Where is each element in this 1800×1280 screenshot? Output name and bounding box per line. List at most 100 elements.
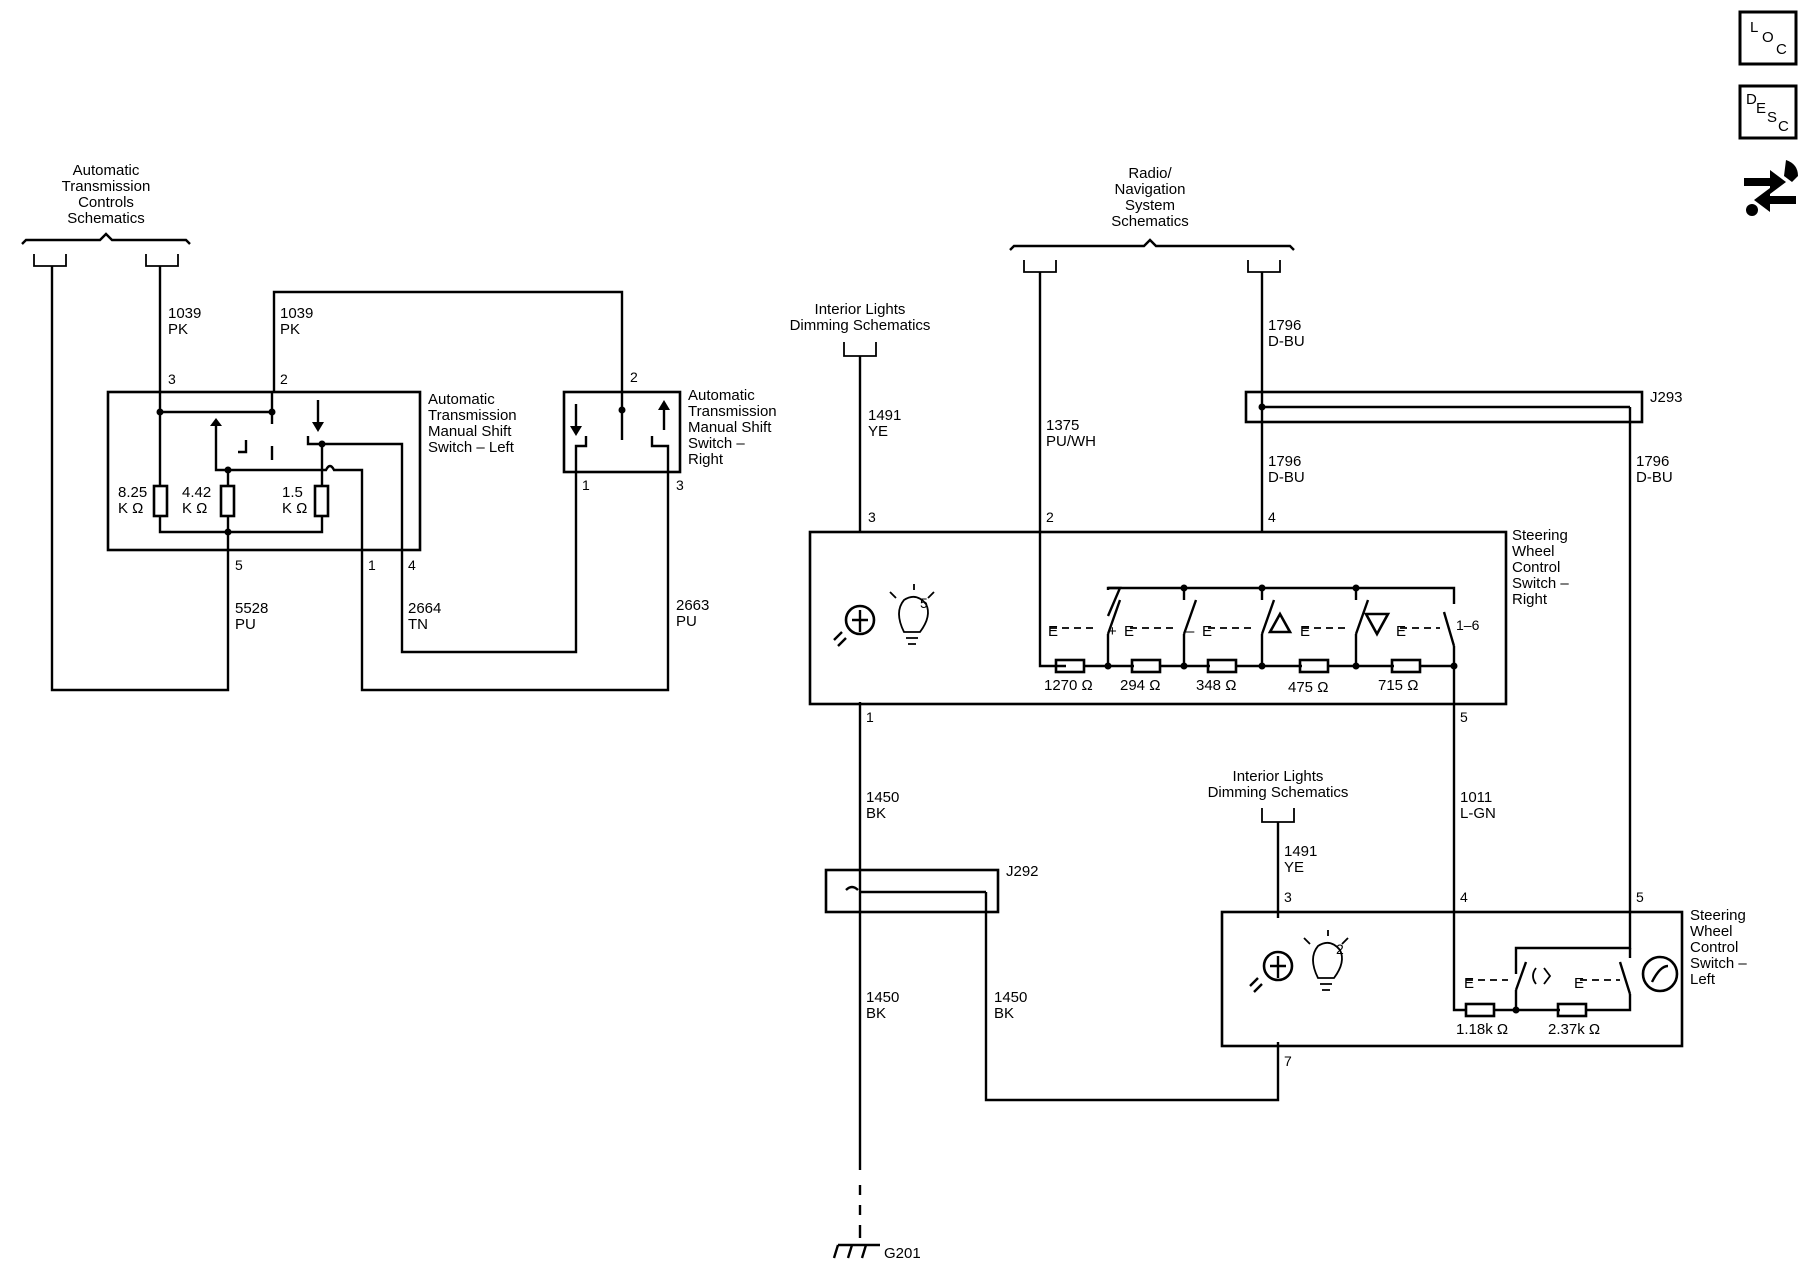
wire-label: 2664: [408, 600, 441, 617]
ref-dimming-1: Interior Lights Dimming Schematics: [790, 301, 931, 357]
component-line: Switch – Left: [428, 439, 515, 456]
ref-line: Schematics: [1111, 213, 1189, 230]
wire-label: BK: [866, 805, 886, 822]
wire-label: L-GN: [1460, 805, 1496, 822]
pin: 2: [280, 371, 288, 387]
swc-right: 5 E + E – E E: [808, 509, 1508, 725]
wire-label: 1796: [1268, 317, 1301, 334]
loc-icon[interactable]: L O C: [1738, 10, 1798, 66]
component-line: Wheel: [1690, 923, 1733, 940]
wire-label: TN: [408, 616, 428, 633]
ref-line: Controls: [78, 194, 134, 211]
component-line: Transmission: [428, 407, 517, 424]
swc-left-label: Steering Wheel Control Switch – Left: [1690, 907, 1747, 988]
switch-plus: +: [1108, 623, 1117, 640]
splice-j293: J293: [1244, 389, 1683, 424]
ground-label: G201: [884, 1245, 921, 1262]
desc-icon[interactable]: D E S C: [1738, 84, 1798, 140]
loc-letter: L: [1750, 19, 1758, 36]
right-wires: [858, 272, 1632, 1238]
ref-line: Radio/: [1128, 165, 1172, 182]
pin: 4: [408, 557, 416, 573]
lamp-number: 5: [920, 595, 928, 611]
resistor-label: 4.42: [182, 484, 211, 501]
lamp-number: 2: [1336, 941, 1344, 957]
wire-label: D-BU: [1268, 469, 1305, 486]
ref-line: Dimming Schematics: [790, 317, 931, 334]
component-line: Wheel: [1512, 543, 1555, 560]
component-line: Transmission: [688, 403, 777, 420]
pin: 1: [368, 557, 376, 573]
pin: 3: [868, 509, 876, 525]
wire-label: PK: [168, 321, 188, 338]
desc-letter: S: [1767, 109, 1777, 126]
wire-label: 2663: [676, 597, 709, 614]
component-line: Control: [1690, 939, 1738, 956]
resistor-label: K Ω: [282, 500, 307, 517]
component-line: Manual Shift: [688, 419, 772, 436]
component-line: Steering: [1512, 527, 1568, 544]
pin: 2: [1046, 509, 1054, 525]
resistor-label: 2.37k Ω: [1548, 1021, 1600, 1038]
tools-icon[interactable]: [1744, 160, 1798, 216]
ground-g201: G201: [832, 1243, 921, 1262]
ref-line: Schematics: [67, 210, 145, 227]
wire-label: YE: [868, 423, 888, 440]
switch-e: E: [1464, 975, 1474, 992]
pin: 1–6: [1456, 617, 1480, 633]
resistor-label: 1.5: [282, 484, 303, 501]
ref-dimming-2: Interior Lights Dimming Schematics: [1208, 768, 1349, 823]
ref-line: Navigation: [1115, 181, 1186, 198]
ref-line: System: [1125, 197, 1175, 214]
ref-line: Automatic: [73, 162, 140, 179]
pin: 5: [1460, 709, 1468, 725]
wire-label: 1796: [1636, 453, 1669, 470]
component-line: Steering: [1690, 907, 1746, 924]
shift-switch-left: 3 2 5 1 4 8.25 K Ω 4.42 K Ω 1.5 K Ω: [106, 371, 422, 573]
swc-left: 2 E E 1.18k Ω 2.37k Ω 3 4 5 7: [1220, 889, 1684, 1069]
pin: 3: [1284, 889, 1292, 905]
left-wires: [50, 266, 670, 692]
ref-trans-controls: Automatic Transmission Controls Schemati…: [21, 162, 191, 267]
wire-label: PU: [235, 616, 256, 633]
right-wire-labels: 1491 YE 1375 PU/WH 1796 D-BU 1796 D-BU 1…: [866, 317, 1673, 1022]
component-line: Control: [1512, 559, 1560, 576]
wire-label: D-BU: [1268, 333, 1305, 350]
component-line: Switch –: [1690, 955, 1747, 972]
wire-label: 1039: [168, 305, 201, 322]
shift-switch-right-label: Automatic Transmission Manual Shift Swit…: [688, 387, 777, 468]
switch-e: E: [1300, 623, 1310, 640]
pin: 3: [168, 371, 176, 387]
switch-minus: –: [1186, 623, 1195, 640]
pin: 7: [1284, 1053, 1292, 1069]
wire-label: YE: [1284, 859, 1304, 876]
component-line: Switch –: [1512, 575, 1569, 592]
shift-switch-right: 2 1 3: [562, 369, 684, 493]
wire-label: 1796: [1268, 453, 1301, 470]
ref-line: Interior Lights: [1233, 768, 1324, 785]
resistor-label: 715 Ω: [1378, 677, 1418, 694]
ref-line: Interior Lights: [815, 301, 906, 318]
resistor-label: K Ω: [182, 500, 207, 517]
phone-icon: [1641, 955, 1679, 993]
wire-label: 1491: [868, 407, 901, 424]
left-wire-labels: 1039 PK 1039 PK 5528 PU 2664 TN 2663 PU: [168, 305, 709, 633]
down-triangle-icon: [1363, 612, 1391, 637]
resistor-label: 1.18k Ω: [1456, 1021, 1508, 1038]
resistor-label: 1270 Ω: [1044, 677, 1093, 694]
ref-line: Transmission: [62, 178, 151, 195]
ref-line: Dimming Schematics: [1208, 784, 1349, 801]
pin: 2: [630, 369, 638, 385]
shift-switch-left-label: Automatic Transmission Manual Shift Swit…: [428, 391, 517, 456]
switch-e: E: [1048, 623, 1058, 640]
resistor-label: 294 Ω: [1120, 677, 1160, 694]
pin: 4: [1268, 509, 1276, 525]
loc-letter: O: [1762, 29, 1774, 46]
wire-label: 1450: [866, 989, 899, 1006]
resistor-label: 348 Ω: [1196, 677, 1236, 694]
switch-e: E: [1202, 623, 1212, 640]
wire-label: 1450: [866, 789, 899, 806]
switch-e: E: [1124, 623, 1134, 640]
wire-label: PK: [280, 321, 300, 338]
